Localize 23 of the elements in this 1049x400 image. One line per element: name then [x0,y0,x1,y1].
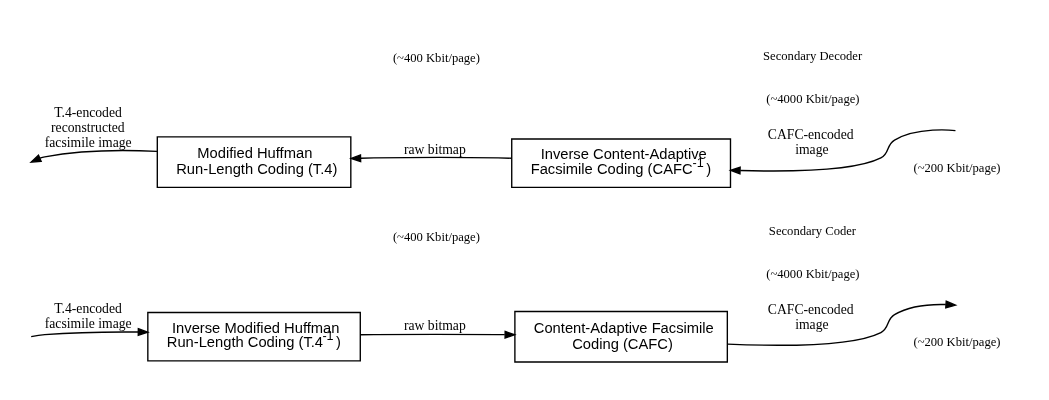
label: Secondary Decoder [763,49,863,64]
edge-label: CAFC-encoded image [767,127,854,158]
label: (~200 Kbit/page) [913,335,1001,350]
edge-label: CAFC-encoded image [767,302,854,332]
arrow [29,149,158,163]
edge-label: T.4-encoded facsimile image [44,300,132,331]
node-box: Modified Huffman Run-Length Coding (T.4) [156,136,352,189]
node-box: Content-Adaptive Facsimile Coding (CAFC) [514,310,729,363]
label: (~400 Kbit/page) [392,51,480,66]
arrow [30,327,150,338]
label: Secondary Coder [768,223,857,238]
node-box: Inverse Content-Adaptive Facsimile Coding (CAFC$^{-1}$) [511,138,732,189]
edge-label: T.4-encoded reconstructed facsimile image [44,105,132,150]
arrow [726,300,958,346]
edge-label: raw bitmap [403,317,466,333]
arrow [349,153,513,163]
arrow [359,330,517,339]
label: (~400 Kbit/page) [392,230,480,245]
edge-label: raw bitmap [403,142,466,158]
label: (~4000 Kbit/page) [766,92,860,107]
arrow [728,129,957,175]
label: (~4000 Kbit/page) [766,266,860,281]
label: (~200 Kbit/page) [913,160,1001,175]
